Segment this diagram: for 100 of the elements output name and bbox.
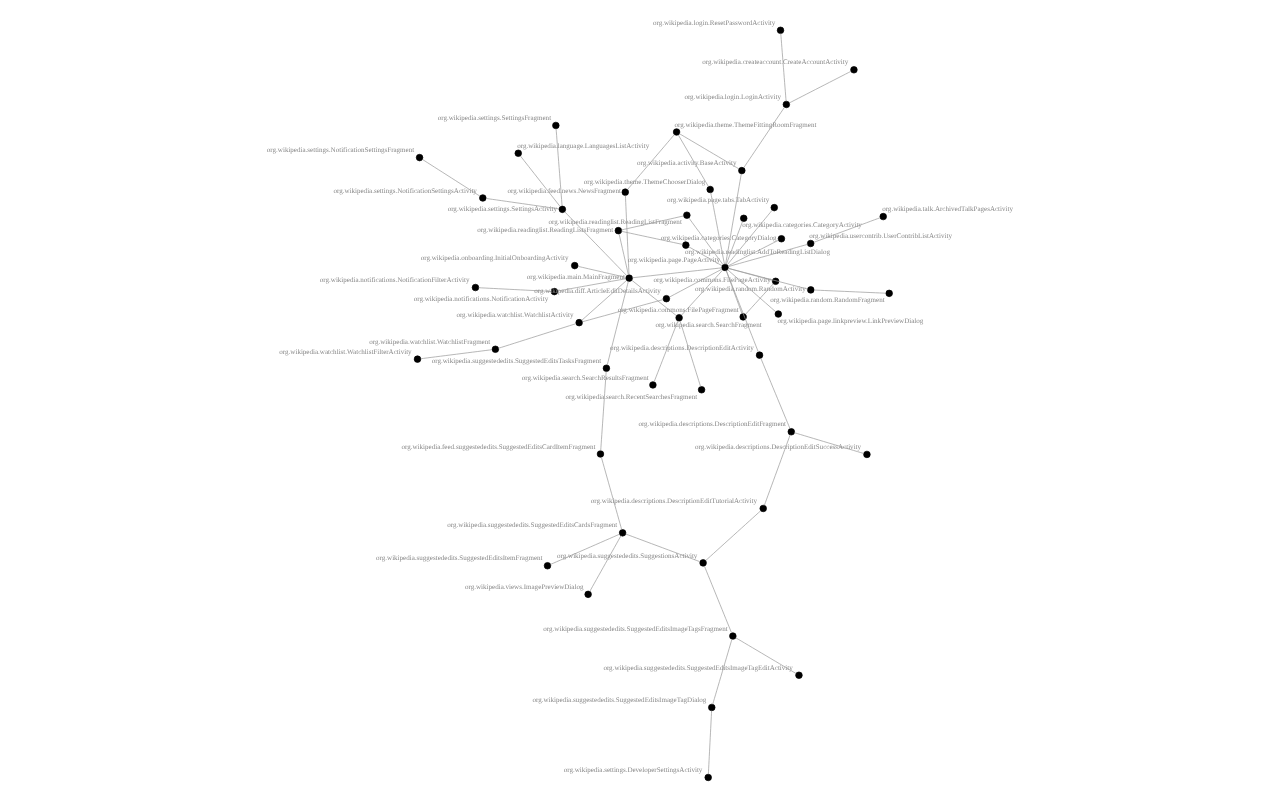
connector — [708, 710, 712, 775]
node-circle — [571, 261, 579, 270]
connector — [743, 106, 785, 169]
connector — [780, 33, 787, 102]
node-circle — [514, 149, 522, 157]
node-circle — [850, 66, 858, 74]
node-circle — [618, 529, 627, 537]
node-circle — [415, 153, 424, 162]
node-circle — [413, 355, 422, 363]
connector — [727, 269, 776, 313]
connector — [678, 134, 709, 187]
node-circle — [675, 314, 683, 322]
node-circle — [596, 450, 605, 458]
connector — [606, 281, 629, 366]
connector — [727, 239, 779, 267]
node-circle — [782, 100, 790, 109]
node-circle — [697, 386, 706, 394]
node-circle — [471, 283, 480, 292]
connector — [625, 533, 701, 562]
connector — [632, 267, 722, 279]
connector — [688, 217, 724, 266]
node-circle — [772, 277, 780, 285]
connector — [813, 217, 881, 243]
connector — [710, 192, 725, 265]
node-circle — [774, 310, 782, 318]
connector — [625, 195, 630, 275]
connector — [760, 357, 791, 429]
node-circle — [649, 381, 657, 389]
node-circle — [614, 227, 622, 235]
connector — [681, 269, 723, 316]
node-circle — [795, 671, 803, 679]
node-circle — [621, 188, 629, 196]
connector — [669, 268, 723, 298]
node-circle — [879, 212, 887, 221]
connector — [725, 173, 742, 265]
connector — [600, 371, 607, 451]
connector — [555, 128, 563, 207]
connector — [745, 283, 774, 315]
node-circle — [602, 364, 611, 372]
node-circle — [807, 286, 815, 294]
connector — [679, 320, 701, 387]
node-circle — [552, 121, 560, 130]
connector — [485, 198, 560, 210]
node-circle — [807, 239, 815, 248]
connector — [498, 323, 577, 349]
node-circle — [863, 450, 871, 459]
connector — [601, 456, 622, 530]
connector — [478, 287, 552, 292]
node-circle — [672, 128, 681, 136]
node-circle — [558, 205, 566, 213]
node-circle — [739, 313, 747, 321]
connector — [789, 71, 852, 104]
connector — [520, 155, 561, 207]
connector — [581, 280, 627, 321]
node-circle — [776, 26, 785, 34]
connector — [420, 349, 493, 360]
node-circle — [479, 194, 487, 202]
connector — [621, 215, 684, 231]
connector — [582, 299, 664, 323]
node-circle — [699, 559, 707, 567]
node-circle — [770, 203, 778, 212]
connector — [794, 432, 864, 454]
node-circle — [708, 703, 716, 712]
node-circle — [721, 263, 729, 272]
connector — [704, 565, 732, 634]
connector — [726, 210, 773, 266]
connector — [577, 266, 627, 278]
connector — [621, 231, 683, 245]
node-circle — [683, 211, 691, 219]
node-circle — [584, 590, 592, 598]
connector — [564, 211, 627, 276]
connector — [679, 133, 740, 170]
node-circle — [885, 289, 893, 297]
connector — [627, 134, 675, 190]
node-circle — [543, 562, 552, 570]
node-circle — [755, 351, 764, 359]
node-circle — [738, 166, 746, 175]
connector — [813, 289, 887, 294]
connector — [618, 233, 629, 276]
node-circle — [662, 295, 671, 303]
connector — [653, 320, 679, 382]
connector — [589, 535, 622, 592]
connector — [735, 637, 797, 674]
connector — [712, 639, 733, 705]
node-circle — [787, 428, 795, 436]
connector — [764, 434, 791, 506]
node-circle — [682, 241, 690, 249]
node-circle — [740, 214, 748, 222]
connector — [550, 533, 620, 565]
connector — [725, 270, 759, 353]
connector — [727, 267, 808, 290]
connector — [705, 510, 762, 561]
node-circle — [704, 773, 712, 782]
node-circle — [575, 319, 583, 327]
node-circle — [491, 345, 500, 353]
node-circle — [729, 632, 737, 640]
node-circle — [706, 185, 714, 194]
node-circle — [777, 235, 786, 243]
node-circle — [759, 504, 767, 513]
connector — [422, 159, 481, 197]
